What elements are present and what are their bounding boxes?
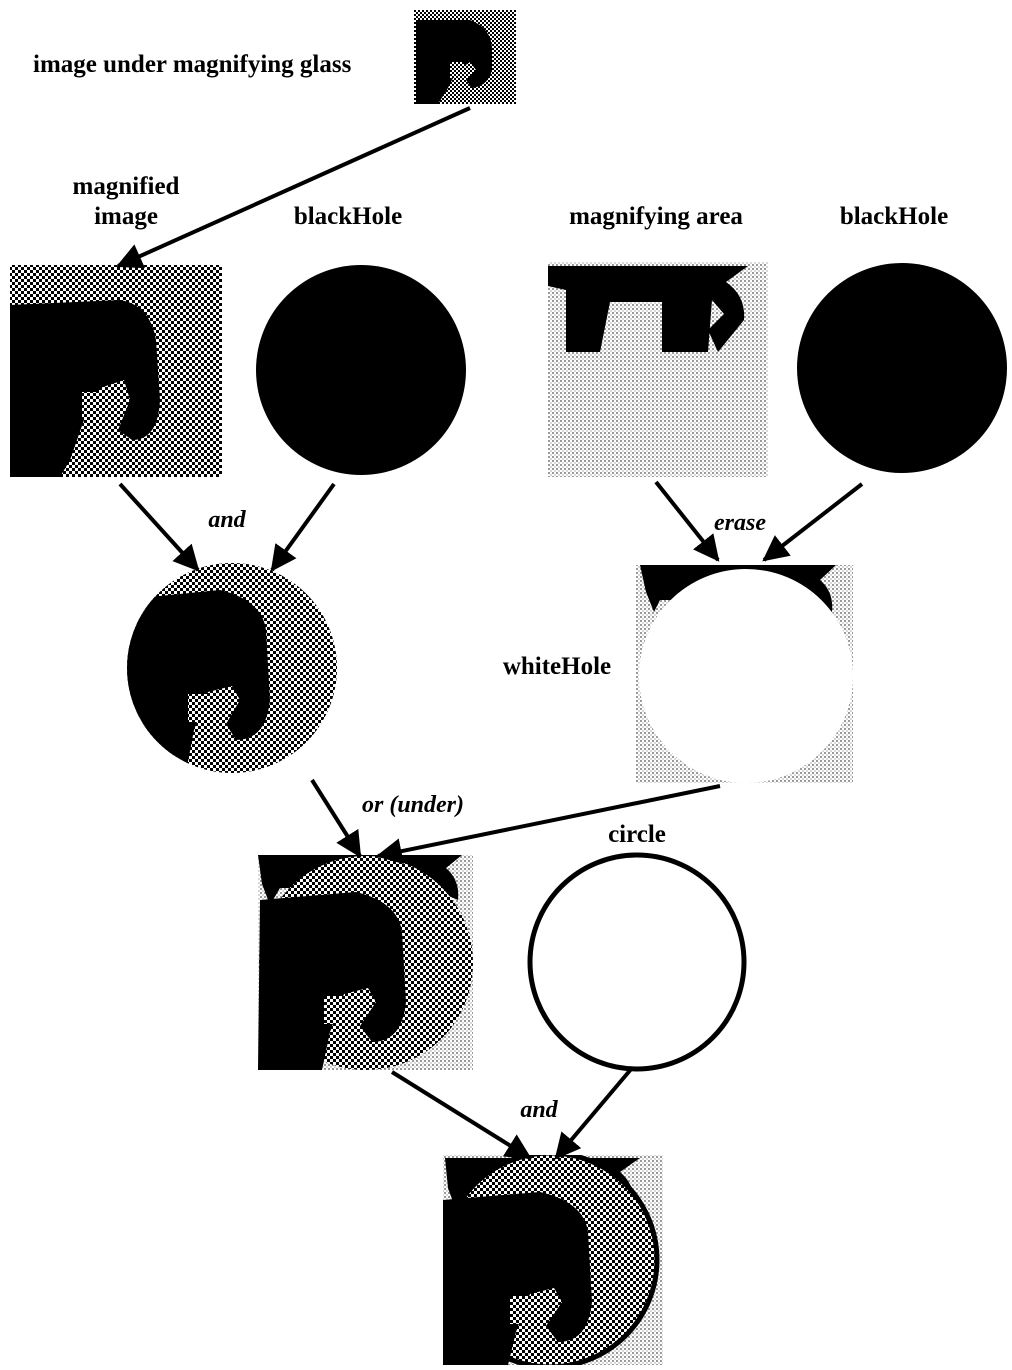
arrow-or-to-final bbox=[392, 1072, 530, 1158]
circle-outline-shape bbox=[530, 855, 744, 1069]
whitehole-shape bbox=[636, 565, 853, 783]
blackhole-right-label: blackHole bbox=[840, 203, 948, 230]
arrow-magarea-to-erase bbox=[656, 482, 718, 560]
blackhole-left-label: blackHole bbox=[294, 203, 402, 230]
magnified-image bbox=[10, 265, 222, 477]
magnifying-area-shape bbox=[548, 262, 768, 477]
blackhole-left-shape bbox=[256, 265, 466, 475]
op-and-1-label: and bbox=[208, 507, 246, 533]
op-erase-label: erase bbox=[714, 510, 766, 536]
arrow-and-to-or bbox=[312, 780, 360, 856]
magnifying-area-label: magnifying area bbox=[569, 203, 743, 230]
magnified-image-label-line2: image bbox=[94, 203, 158, 230]
and-result-image bbox=[120, 560, 350, 790]
source-image-thumbnail bbox=[414, 10, 516, 104]
op-and-2-label: and bbox=[520, 1097, 558, 1123]
whitehole-label: whiteHole bbox=[503, 653, 611, 680]
op-or-under-label: or (under) bbox=[362, 792, 464, 818]
arrow-magnified-to-and bbox=[120, 484, 198, 570]
or-under-result-image bbox=[258, 855, 473, 1070]
circle-label: circle bbox=[608, 821, 666, 848]
arrow-circle-to-final bbox=[556, 1068, 632, 1158]
final-result-image bbox=[443, 1153, 663, 1367]
arrow-blackhole-to-and bbox=[272, 484, 334, 570]
source-image-label: image under magnifying glass bbox=[33, 51, 352, 78]
magnified-image-label-line1: magnified bbox=[73, 173, 180, 200]
blackhole-right-shape bbox=[797, 263, 1007, 473]
arrow-blackhole-to-erase bbox=[764, 484, 862, 560]
